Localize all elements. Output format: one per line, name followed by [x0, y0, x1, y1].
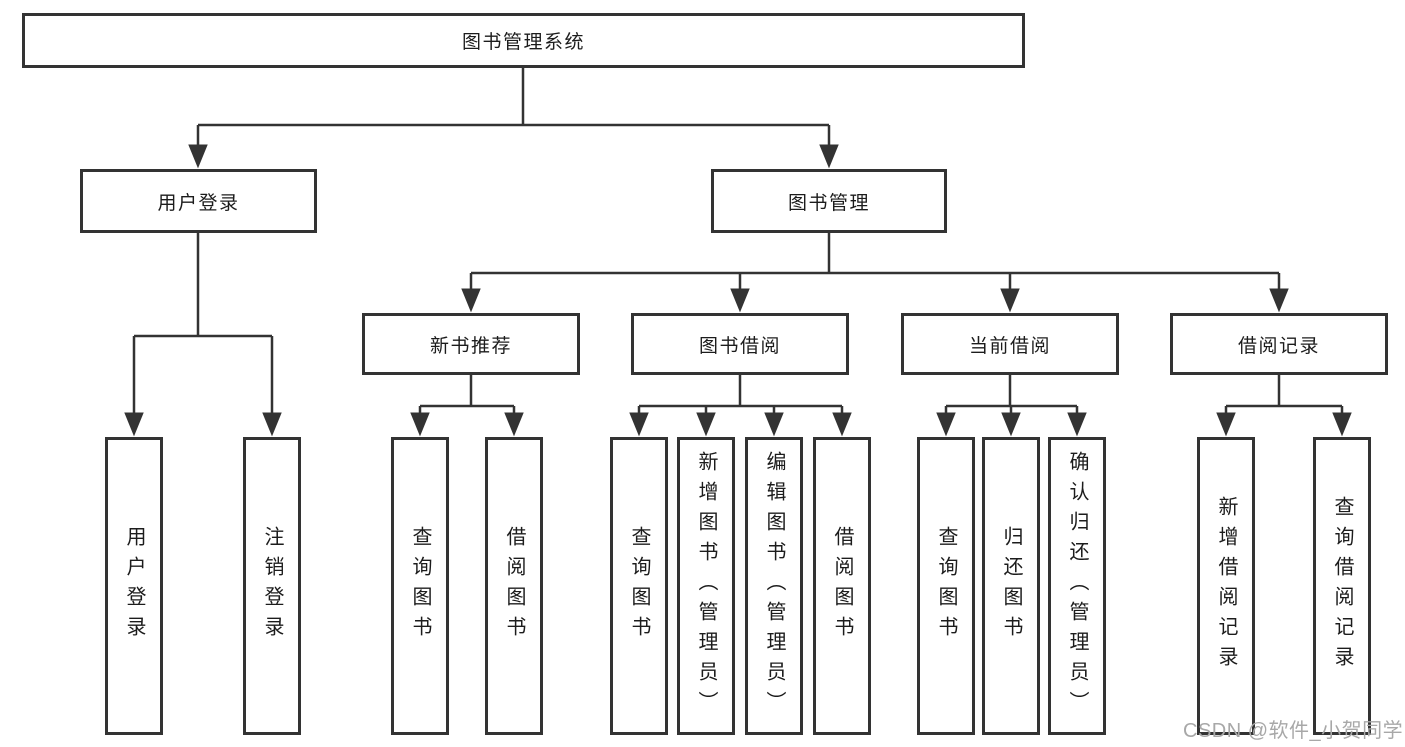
connector-records-to-leaves — [1224, 375, 1344, 416]
leaf-borrow-books-recommend: 借阅图书 — [485, 437, 543, 735]
node-new-book-recommend: 新书推荐 — [362, 313, 580, 375]
leaf-user-login: 用户登录 — [105, 437, 163, 735]
connector-login-to-leaves — [132, 233, 274, 416]
leaf-label: 新增借阅记录 — [1215, 496, 1237, 676]
node-book-management: 图书管理 — [711, 169, 947, 233]
arrow-down-icon — [1216, 412, 1236, 437]
leaf-label: 编辑图书（管理员） — [763, 451, 785, 721]
connector-newbook-to-leaves — [418, 375, 516, 416]
leaf-query-books-recommend: 查询图书 — [391, 437, 449, 735]
leaf-add-book-admin: 新增图书（管理员） — [677, 437, 735, 735]
node-label: 当前借阅 — [968, 335, 1051, 357]
arrow-down-icon — [504, 412, 524, 437]
leaf-confirm-return-admin: 确认归还（管理员） — [1048, 437, 1106, 735]
leaf-label: 新增图书（管理员） — [695, 451, 717, 721]
arrow-down-icon — [819, 144, 839, 169]
connector-mgmt-to-level3 — [469, 233, 1281, 292]
node-label: 图书管理系统 — [461, 32, 585, 53]
leaf-query-borrow-record: 查询借阅记录 — [1313, 437, 1371, 735]
node-label: 借阅记录 — [1237, 335, 1320, 357]
leaf-label: 用户登录 — [123, 526, 145, 646]
leaf-label: 查询借阅记录 — [1331, 496, 1353, 676]
connector-bookborrow-to-leaves — [637, 375, 844, 416]
leaf-borrow-books: 借阅图书 — [813, 437, 871, 735]
leaf-label: 借阅图书 — [503, 526, 525, 646]
arrow-down-icon — [262, 412, 282, 437]
arrow-down-icon — [696, 412, 716, 437]
arrow-down-icon — [124, 412, 144, 437]
node-current-borrow: 当前借阅 — [901, 313, 1119, 375]
leaf-label: 查询图书 — [628, 526, 650, 646]
node-borrow-records: 借阅记录 — [1170, 313, 1388, 375]
node-label: 图书管理 — [787, 192, 870, 214]
leaf-query-books-borrow: 查询图书 — [610, 437, 668, 735]
leaf-query-books-current: 查询图书 — [917, 437, 975, 735]
arrow-down-icon — [1332, 412, 1352, 437]
leaf-label: 归还图书 — [1000, 526, 1022, 646]
arrow-down-icon — [1000, 288, 1020, 313]
leaf-logout: 注销登录 — [243, 437, 301, 735]
node-user-login: 用户登录 — [80, 169, 317, 233]
csdn-watermark: CSDN @软件_小贺同学 — [1183, 720, 1404, 742]
arrow-down-icon — [461, 288, 481, 313]
arrow-down-icon — [410, 412, 430, 437]
node-system-root: 图书管理系统 — [22, 13, 1025, 68]
arrow-down-icon — [188, 144, 208, 169]
leaf-label: 确认归还（管理员） — [1066, 451, 1088, 721]
node-label: 用户登录 — [157, 192, 240, 214]
arrow-down-icon — [764, 412, 784, 437]
node-book-borrow: 图书借阅 — [631, 313, 849, 375]
connector-root-to-level2 — [196, 68, 831, 150]
node-label: 图书借阅 — [698, 335, 781, 357]
arrow-down-icon — [629, 412, 649, 437]
leaf-return-books: 归还图书 — [982, 437, 1040, 735]
arrow-down-icon — [1001, 412, 1021, 437]
arrow-down-icon — [1067, 412, 1087, 437]
arrowheads — [124, 144, 1352, 437]
leaf-add-borrow-record: 新增借阅记录 — [1197, 437, 1255, 735]
leaf-label: 借阅图书 — [831, 526, 853, 646]
leaf-label: 查询图书 — [935, 526, 957, 646]
arrow-down-icon — [1269, 288, 1289, 313]
connector-current-to-leaves — [944, 375, 1079, 416]
node-label: 新书推荐 — [429, 335, 512, 357]
arrow-down-icon — [832, 412, 852, 437]
arrow-down-icon — [730, 288, 750, 313]
leaf-edit-book-admin: 编辑图书（管理员） — [745, 437, 803, 735]
leaf-label: 注销登录 — [261, 526, 283, 646]
arrow-down-icon — [936, 412, 956, 437]
leaf-label: 查询图书 — [409, 526, 431, 646]
